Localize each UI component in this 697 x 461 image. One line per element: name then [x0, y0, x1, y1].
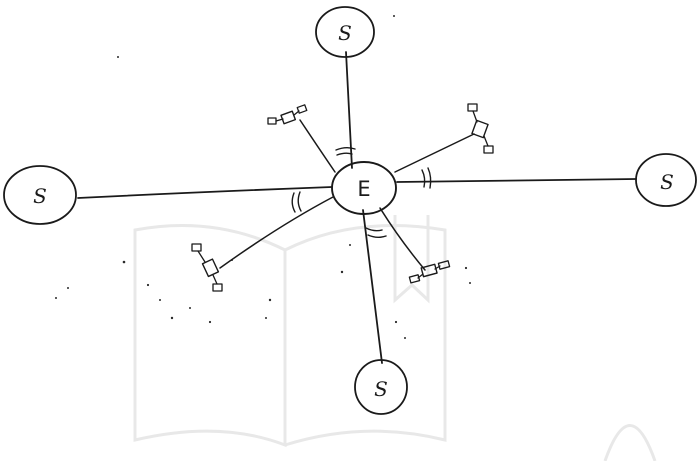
node-top: S	[315, 6, 375, 58]
scan-specks	[55, 15, 471, 339]
sat-link-lower-left	[219, 196, 334, 269]
satellite-lower-right-icon	[408, 260, 451, 284]
sat-link-upper-left	[299, 119, 336, 173]
node-right: S	[635, 153, 697, 207]
link-right	[396, 178, 637, 183]
node-bottom-label: S	[374, 377, 388, 401]
node-center-label: E	[357, 177, 370, 201]
angle-marks	[291, 147, 432, 238]
node-center: E	[331, 161, 397, 215]
sat-link-upper-right	[394, 133, 475, 173]
satellite-upper-right-icon	[467, 103, 494, 154]
link-left	[77, 186, 333, 199]
node-right-label: S	[660, 170, 674, 194]
satellite-upper-left-icon	[267, 104, 308, 125]
node-bottom: S	[354, 359, 408, 415]
node-left: S	[3, 165, 77, 225]
watermark-logo	[133, 215, 657, 461]
link-bottom	[362, 209, 383, 364]
node-left-label: S	[33, 184, 47, 208]
links	[77, 51, 637, 364]
sat-link-lower-right	[379, 207, 426, 271]
link-top	[345, 51, 353, 169]
satellite-links	[219, 119, 475, 271]
node-top-label: S	[338, 21, 352, 45]
satellite-lower-left-icon	[191, 243, 223, 292]
